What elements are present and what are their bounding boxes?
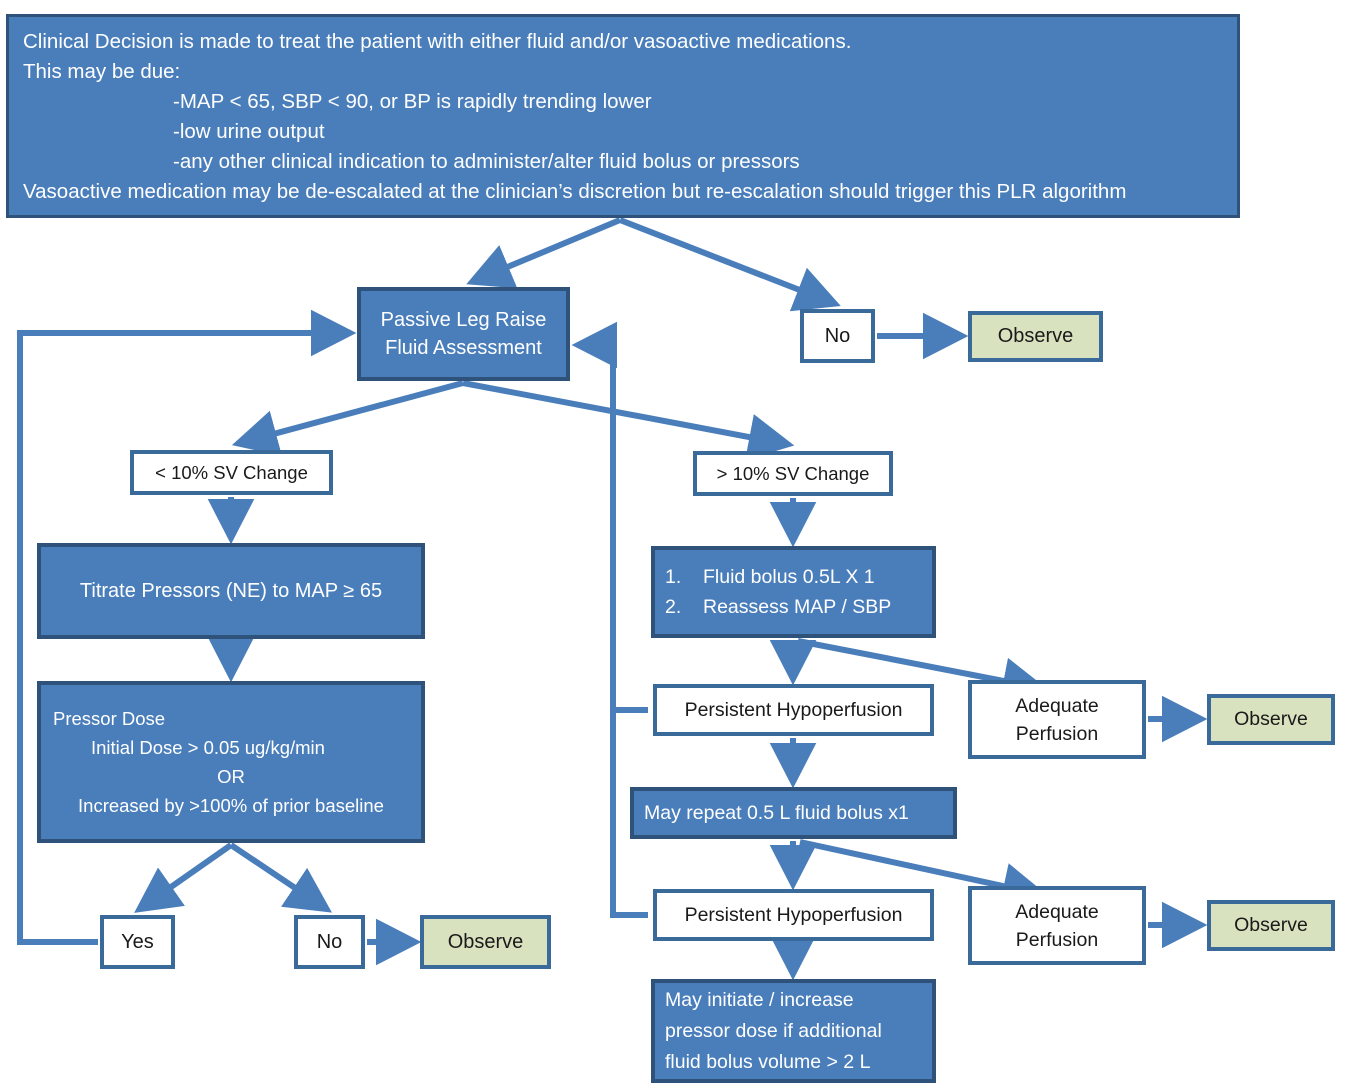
node-pressor-dose[interactable]: Pressor Dose Initial Dose > 0.05 ug/kg/m… [37, 681, 425, 843]
header-line-5: -any other clinical indication to admini… [173, 150, 800, 173]
node-fluid-bolus[interactable]: 1. Fluid bolus 0.5L X 1 2. Reassess MAP … [651, 546, 936, 638]
pressor-dose-line-4: Increased by >100% of prior baseline [78, 795, 384, 816]
node-observe-right-1[interactable]: Observe [1207, 694, 1335, 745]
node-sv-change-greater-than-10[interactable]: > 10% SV Change [693, 451, 893, 496]
adequate-perfusion-2-line-1: Adequate [1015, 900, 1099, 923]
fluid-bolus-item-1: Fluid bolus 0.5L X 1 [703, 566, 875, 588]
node-sv-change-less-than-10[interactable]: < 10% SV Change [130, 450, 333, 495]
adequate-perfusion-1-line-1: Adequate [1015, 694, 1099, 717]
node-observe-top[interactable]: Observe [968, 311, 1103, 362]
may-increase-line-2: pressor dose if additional [665, 1019, 882, 1042]
adequate-perfusion-1-line-2: Perfusion [1015, 722, 1099, 745]
node-titrate-pressors[interactable]: Titrate Pressors (NE) to MAP ≥ 65 [37, 543, 425, 639]
may-increase-line-3: fluid bolus volume > 2 L [665, 1050, 871, 1073]
node-may-initiate-increase-pressor[interactable]: May initiate / increase pressor dose if … [651, 979, 936, 1083]
fluid-bolus-number-2: 2. [665, 596, 682, 618]
node-no-top[interactable]: No [800, 309, 875, 363]
node-adequate-perfusion-1[interactable]: Adequate Perfusion [968, 680, 1146, 759]
node-yes[interactable]: Yes [100, 915, 175, 969]
clinical-decision-header: Clinical Decision is made to treat the p… [6, 14, 1240, 218]
node-no-bottom[interactable]: No [294, 915, 365, 969]
header-line-3: -MAP < 65, SBP < 90, or BP is rapidly tr… [173, 90, 652, 113]
pressor-dose-line-2: Initial Dose > 0.05 ug/kg/min [91, 737, 325, 758]
plr-line-1: Passive Leg Raise [380, 309, 547, 331]
fluid-bolus-number-1: 1. [665, 566, 682, 588]
header-line-4: -low urine output [173, 120, 325, 143]
plr-line-2: Fluid Assessment [385, 337, 542, 359]
header-line-6: Vasoactive medication may be de-escalate… [23, 180, 1127, 203]
node-adequate-perfusion-2[interactable]: Adequate Perfusion [968, 886, 1146, 965]
node-observe-right-2[interactable]: Observe [1207, 900, 1335, 951]
may-increase-line-1: May initiate / increase [665, 988, 854, 1011]
pressor-dose-line-1: Pressor Dose [53, 708, 166, 729]
node-persistent-hypoperfusion-1[interactable]: Persistent Hypoperfusion [653, 684, 934, 736]
header-line-1: Clinical Decision is made to treat the p… [23, 30, 852, 53]
node-observe-bottom-left[interactable]: Observe [420, 915, 551, 969]
header-line-2: This may be due: [23, 60, 181, 83]
node-passive-leg-raise[interactable]: Passive Leg Raise Fluid Assessment [357, 287, 570, 381]
fluid-bolus-item-2: Reassess MAP / SBP [703, 596, 892, 618]
node-persistent-hypoperfusion-2[interactable]: Persistent Hypoperfusion [653, 889, 934, 941]
pressor-dose-line-3: OR [217, 766, 245, 787]
adequate-perfusion-2-line-2: Perfusion [1015, 928, 1099, 951]
node-may-repeat-bolus[interactable]: May repeat 0.5 L fluid bolus x1 [630, 787, 957, 839]
